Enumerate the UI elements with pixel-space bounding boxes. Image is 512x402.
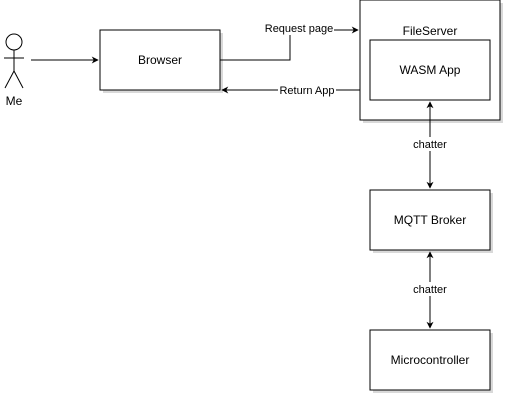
stick-figure-icon	[4, 33, 24, 89]
mqtt-broker-label: MQTT Broker	[394, 213, 466, 227]
fileserver-label: FileServer	[403, 24, 458, 38]
request-page-label-bg	[264, 21, 334, 35]
mqtt-broker-box	[369, 189, 491, 251]
return-app-label: Return App	[279, 85, 334, 97]
microcontroller-label: Microcontroller	[391, 353, 470, 367]
chatter-bottom-label-bg	[411, 282, 449, 296]
edge-chatter-top[interactable]: chatter	[411, 101, 449, 189]
browser-label: Browser	[138, 53, 182, 67]
actor-me[interactable]: Me	[4, 33, 24, 108]
actor-label: Me	[6, 94, 23, 108]
chatter-bottom-label: chatter	[413, 284, 447, 296]
chatter-top-label: chatter	[413, 139, 447, 151]
request-page-label: Request page	[265, 23, 334, 35]
wasm-app-node[interactable]: WASM App	[369, 39, 491, 101]
browser-node[interactable]: Browser	[99, 29, 223, 93]
wasm-app-box	[369, 39, 491, 101]
mqtt-broker-node[interactable]: MQTT Broker	[369, 189, 493, 253]
edge-return-app[interactable]: Return App	[221, 84, 360, 97]
edge-request-page[interactable]: Request page	[220, 21, 359, 61]
browser-box	[99, 29, 221, 91]
wasm-app-label: WASM App	[400, 63, 461, 77]
microcontroller-node[interactable]: Microcontroller	[369, 329, 493, 393]
chatter-top-label-bg	[411, 137, 449, 151]
edge-chatter-bottom[interactable]: chatter	[411, 251, 449, 329]
microcontroller-box	[369, 329, 491, 391]
return-app-label-bg	[278, 84, 336, 97]
